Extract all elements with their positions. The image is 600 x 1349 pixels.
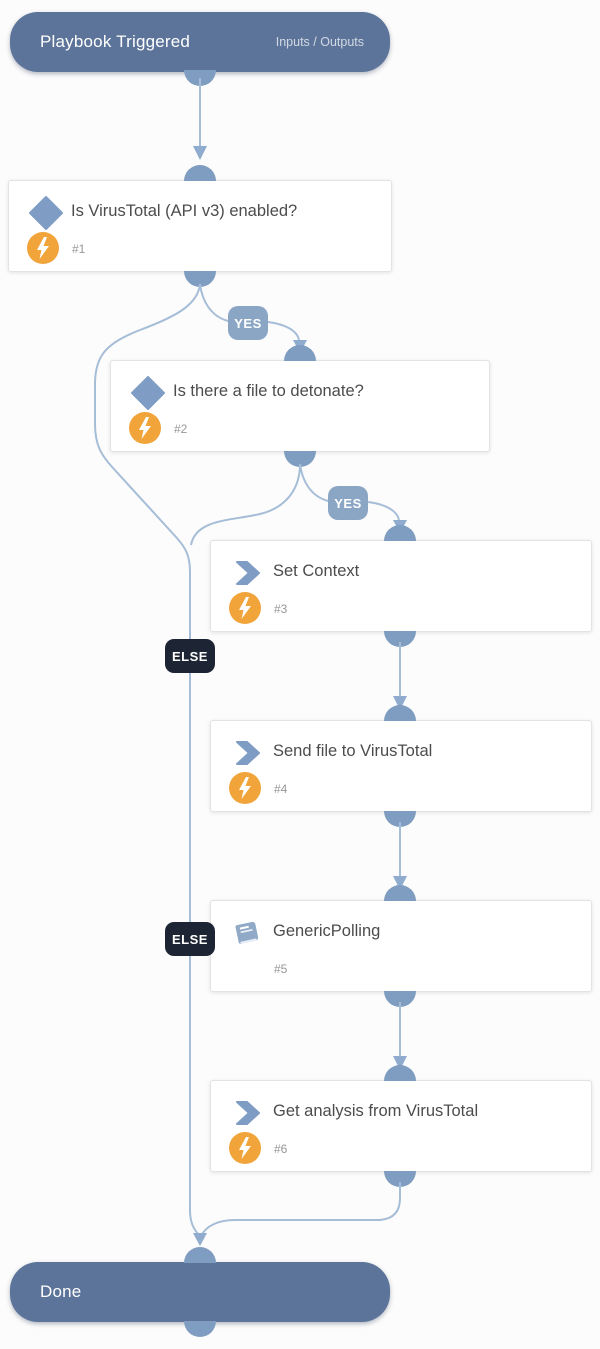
end-node[interactable]: Done bbox=[10, 1262, 390, 1322]
action-chevron-icon bbox=[231, 1096, 265, 1130]
task-title: Send file to VirusTotal bbox=[273, 742, 433, 760]
inputs-outputs-link[interactable]: Inputs / Outputs bbox=[275, 35, 364, 49]
task-title: GenericPolling bbox=[273, 922, 381, 940]
task-node-6[interactable]: Get analysis from VirusTotal #6 bbox=[210, 1080, 592, 1172]
task-node-2[interactable]: Is there a file to detonate? #2 bbox=[110, 360, 490, 452]
automation-lightning-icon bbox=[229, 592, 261, 624]
branch-label-else-1: ELSE bbox=[165, 639, 215, 673]
condition-diamond-icon bbox=[131, 376, 165, 410]
task-id: #6 bbox=[274, 1142, 288, 1156]
task-title: Is VirusTotal (API v3) enabled? bbox=[71, 202, 298, 220]
task-title: Is there a file to detonate? bbox=[173, 382, 364, 400]
task-title: Get analysis from VirusTotal bbox=[273, 1102, 479, 1120]
task-id: #3 bbox=[274, 602, 288, 616]
branch-label-yes-2: YES bbox=[328, 486, 368, 520]
task-node-1[interactable]: Is VirusTotal (API v3) enabled? #1 bbox=[8, 180, 392, 272]
automation-lightning-icon bbox=[229, 772, 261, 804]
task-id: #1 bbox=[72, 242, 86, 256]
task-node-3[interactable]: Set Context #3 bbox=[210, 540, 592, 632]
subplaybook-book-icon bbox=[231, 916, 265, 950]
branch-label-else-2: ELSE bbox=[165, 922, 215, 956]
task-node-5[interactable]: GenericPolling #5 bbox=[210, 900, 592, 992]
task-node-4[interactable]: Send file to VirusTotal #4 bbox=[210, 720, 592, 812]
task-title: Set Context bbox=[273, 562, 360, 580]
automation-lightning-icon bbox=[27, 232, 59, 264]
action-chevron-icon bbox=[231, 736, 265, 770]
branch-label-yes-1: YES bbox=[228, 306, 268, 340]
task-id: #2 bbox=[174, 422, 188, 436]
condition-diamond-icon bbox=[29, 196, 63, 230]
connector-dome bbox=[184, 70, 216, 86]
automation-lightning-icon bbox=[229, 1132, 261, 1164]
automation-lightning-icon bbox=[129, 412, 161, 444]
start-node-title: Playbook Triggered bbox=[40, 32, 191, 51]
action-chevron-icon bbox=[231, 556, 265, 590]
task-id: #5 bbox=[274, 962, 288, 976]
start-node[interactable]: Playbook Triggered Inputs / Outputs bbox=[10, 12, 390, 72]
arrowhead-icon bbox=[193, 146, 207, 160]
end-node-title: Done bbox=[40, 1282, 82, 1301]
task-id: #4 bbox=[274, 782, 288, 796]
